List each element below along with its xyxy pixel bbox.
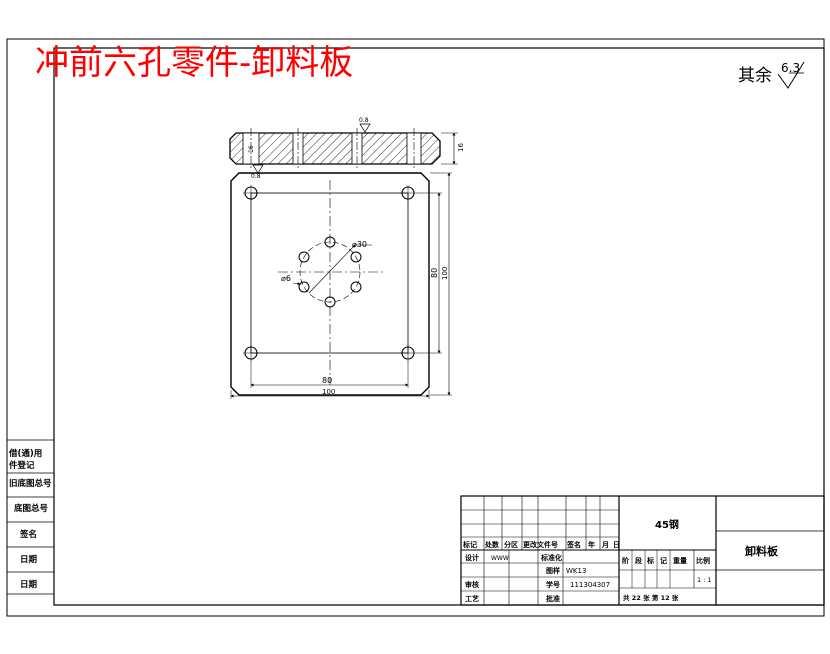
lbl-approve: 批准 bbox=[546, 594, 560, 603]
val-design: WWW bbox=[491, 555, 509, 562]
hdr-change-doc: 更改文件号 bbox=[523, 540, 558, 549]
weight-label: 重量 bbox=[673, 556, 687, 565]
part-name: 卸料板 bbox=[745, 544, 779, 558]
side-roughness: 0.8 bbox=[359, 117, 369, 124]
front-roughness: 0.8 bbox=[251, 173, 261, 180]
sheet-count: 共 22 张 第 12 张 bbox=[623, 593, 679, 602]
dim-outer-vertical: 100 bbox=[441, 267, 449, 280]
hdr-mark: 标记 bbox=[462, 540, 477, 549]
hdr-count: 处数 bbox=[484, 540, 500, 549]
dim-thickness: 16 bbox=[457, 143, 465, 152]
lbl-student-no: 学号 bbox=[546, 580, 560, 589]
left-label-2: 件登记 bbox=[9, 460, 35, 471]
material: 45钢 bbox=[655, 518, 679, 531]
hdr-sign: 签名 bbox=[566, 540, 581, 549]
dim-pitch-circle: ⌀30 bbox=[352, 240, 367, 249]
lbl-standardize: 标准化 bbox=[540, 553, 562, 562]
left-binding-block: 借(通)用 件登记 旧底图总号 底图总号 签名 日期 日期 bbox=[7, 439, 54, 595]
lbl-design: 设计 bbox=[465, 553, 479, 562]
hdr-zone: 分区 bbox=[504, 540, 518, 549]
hdr-day: 日 bbox=[613, 541, 620, 549]
drawing-title: 冲前六孔零件-卸料板 bbox=[35, 43, 353, 83]
outer-frame bbox=[6, 38, 825, 617]
front-view: ⌀30 ⌀6 0.8 80 100 80 100 bbox=[230, 164, 452, 399]
left-label-3: 旧底图总号 bbox=[9, 478, 52, 489]
stage-2: 段 bbox=[635, 556, 642, 565]
dim-inner-vertical: 80 bbox=[430, 268, 439, 278]
roughness-prefix: 其余 bbox=[738, 66, 772, 86]
left-label-6: 日期 bbox=[20, 554, 38, 565]
stage-3: 标 bbox=[646, 556, 654, 565]
left-label-4: 底图总号 bbox=[14, 503, 49, 514]
val-drawing-code: WK13 bbox=[566, 567, 586, 575]
dim-outer-horizontal: 100 bbox=[322, 388, 335, 396]
side-view: 16 16 0.8 bbox=[229, 117, 465, 170]
title-block-text: 45钢 卸料板 标记 处数 分区 更改文件号 签名 年 月 日 设计 WWW 标… bbox=[462, 518, 779, 603]
left-label-7: 日期 bbox=[20, 579, 38, 590]
left-label-5: 签名 bbox=[19, 529, 37, 540]
roughness-value: 6.3 bbox=[781, 61, 800, 75]
dim-side-hole: 16 bbox=[248, 145, 255, 153]
inner-frame bbox=[53, 47, 825, 606]
lbl-drawing-code: 图样 bbox=[546, 566, 560, 575]
scale-label: 比例 bbox=[696, 556, 710, 565]
scale-value: 1 : 1 bbox=[697, 576, 712, 584]
val-student-no: 111304307 bbox=[570, 581, 610, 589]
stage-4: 记 bbox=[660, 556, 667, 565]
stage-1: 阶 bbox=[622, 556, 630, 565]
left-label-1: 借(通)用 bbox=[8, 448, 42, 459]
roughness-symbol: 其余 6.3 bbox=[738, 61, 805, 89]
lbl-process: 工艺 bbox=[465, 594, 479, 603]
hdr-month: 月 bbox=[601, 541, 609, 549]
title-block bbox=[460, 495, 825, 606]
hdr-year: 年 bbox=[588, 540, 595, 549]
lbl-review: 审核 bbox=[465, 580, 479, 589]
dim-inner-horizontal: 80 bbox=[322, 376, 332, 385]
dim-hole: ⌀6 bbox=[281, 274, 291, 283]
